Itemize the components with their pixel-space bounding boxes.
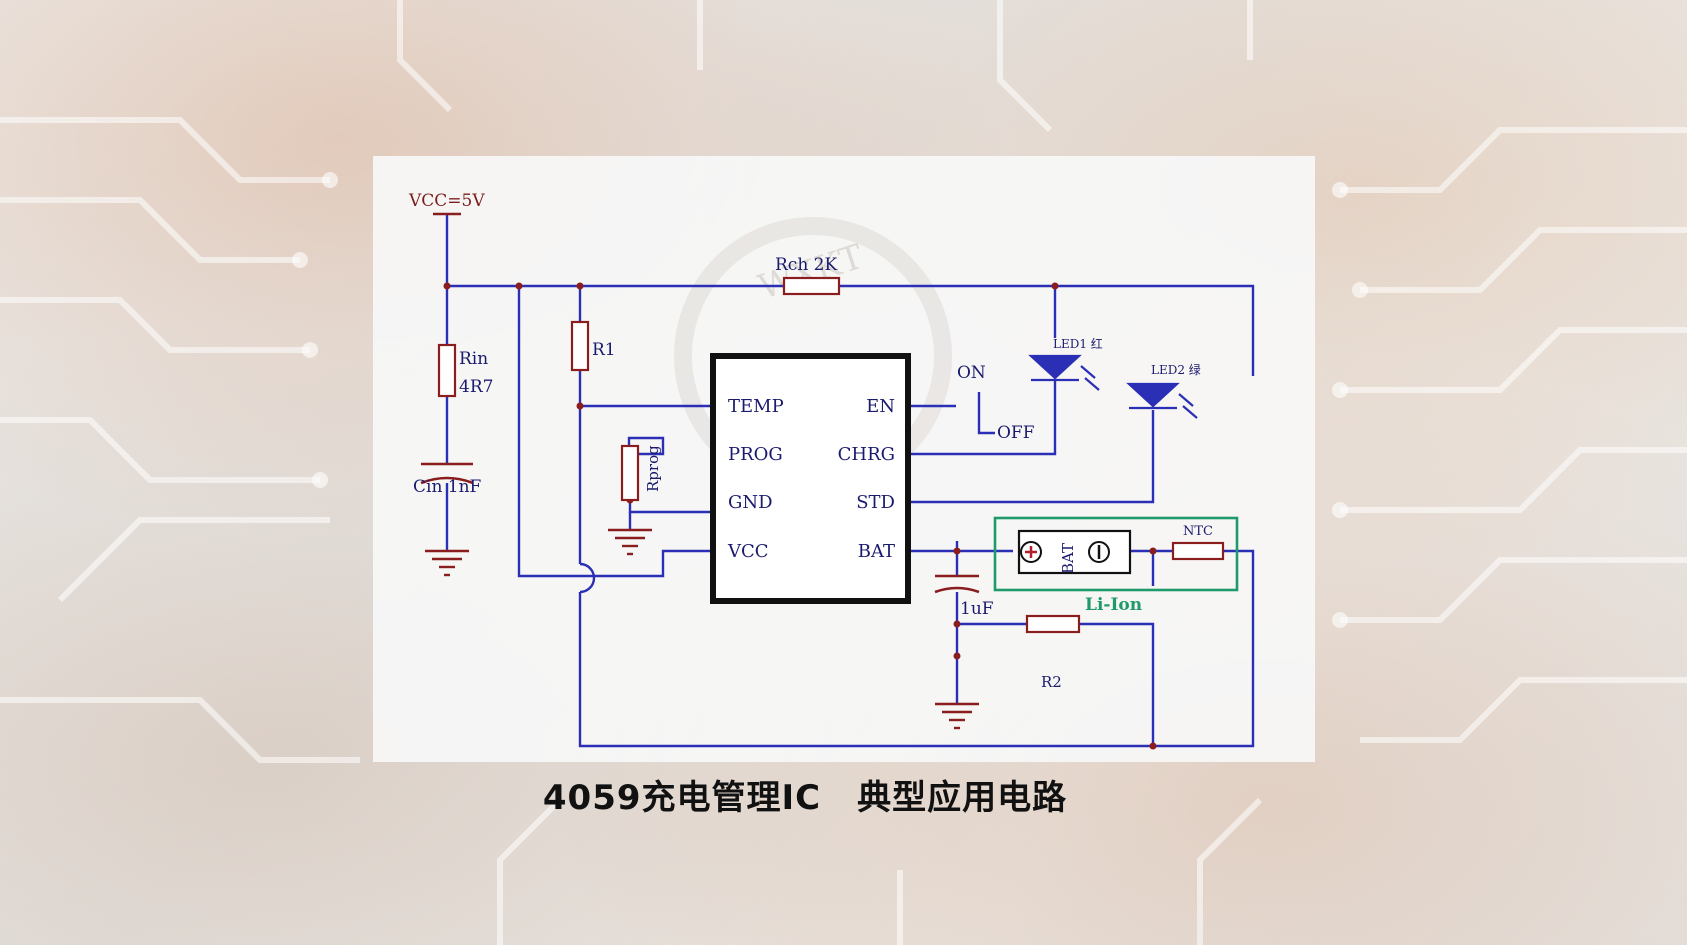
ntc-thermistor	[1171, 541, 1225, 561]
led1-label: LED1 红	[1053, 336, 1103, 351]
output-capacitor	[934, 574, 980, 594]
battery-negative-icon	[1088, 541, 1110, 563]
rch-resistor	[782, 276, 841, 296]
rin-label-2: 4R7	[459, 377, 493, 397]
ic-pin-bat: BAT	[858, 541, 895, 562]
caption-left: 4059充电管理IC	[542, 778, 822, 818]
r2-label: R2	[1041, 673, 1062, 691]
ntc-label: NTC	[1183, 524, 1213, 539]
charger-ic	[710, 353, 911, 604]
caption-right: 典型应用电路	[857, 778, 1068, 818]
cin-label: Cin 1nF	[413, 477, 482, 497]
led2-green-diode	[1126, 382, 1198, 419]
ic-pin-gnd: GND	[728, 492, 773, 513]
battery-positive-icon	[1020, 541, 1042, 563]
cap-label: 1uF	[960, 599, 994, 619]
led1-red-diode	[1028, 354, 1100, 391]
rprog-resistor	[620, 444, 640, 502]
charger-schematic: WXKT	[408, 191, 1255, 750]
r2-resistor	[1025, 614, 1081, 634]
cin-capacitor	[420, 462, 474, 485]
ic-pin-temp: TEMP	[728, 396, 784, 417]
ground-symbol-3	[935, 702, 979, 730]
battery-type-label: Li-Ion	[1085, 595, 1142, 615]
rch-label: Rch 2K	[775, 255, 837, 275]
r1-resistor	[570, 320, 590, 372]
rin-resistor	[437, 343, 457, 398]
rprog-label: Rprog	[644, 445, 662, 492]
ic-pin-vcc: VCC	[727, 541, 769, 562]
ic-pin-en: EN	[866, 396, 895, 417]
battery-label: BAT	[1059, 543, 1077, 574]
battery-box	[993, 516, 1239, 592]
ground-symbol-2	[608, 528, 652, 556]
diagram-caption: 4059充电管理IC 典型应用电路	[0, 770, 1610, 819]
r1-label: R1	[592, 340, 616, 360]
led2-label: LED2 绿	[1151, 362, 1201, 377]
rin-label-1: Rin	[459, 349, 488, 369]
ground-symbol-1	[425, 549, 469, 577]
switch-off-label: OFF	[997, 423, 1035, 443]
ic-pin-std: STD	[856, 492, 895, 513]
switch-on-label: ON	[957, 363, 986, 383]
ic-pin-prog: PROG	[728, 444, 783, 465]
ic-pin-chrg: CHRG	[838, 444, 895, 465]
battery-cell	[1017, 529, 1132, 575]
vcc-supply-label: VCC=5V	[408, 191, 485, 211]
